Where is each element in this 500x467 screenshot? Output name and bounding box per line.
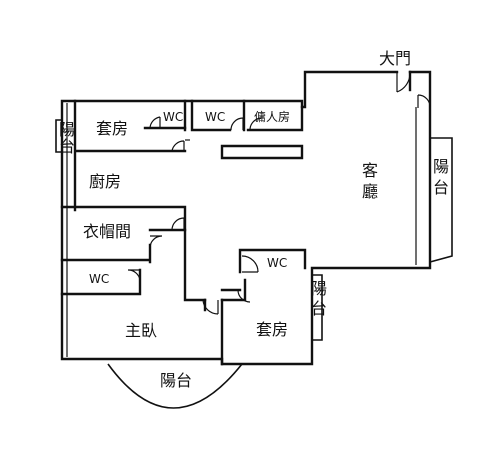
label-main-door: 大門 [379, 49, 411, 68]
living-side-door[interactable] [417, 94, 431, 109]
balcony-mid-outline [312, 274, 323, 341]
label-balcony-west-top: 陽 [59, 120, 75, 139]
label-kitchen: 廚房 [89, 172, 121, 191]
master-door[interactable] [202, 299, 219, 315]
label-suite-bottom: 套房 [256, 320, 288, 339]
main-door-swing[interactable] [396, 72, 411, 93]
label-servant-room: 傭人房 [254, 109, 290, 124]
cloakroom-door-2[interactable] [149, 235, 163, 249]
label-balcony-west-bottom: 台 [59, 137, 75, 156]
label-wc-left: WC [89, 272, 109, 286]
balcony-south-arc [107, 363, 243, 409]
wc-center-door[interactable] [241, 255, 259, 273]
label-balcony-east-1: 陽 [433, 157, 449, 176]
label-wc-top-2: WC [205, 110, 225, 124]
label-cloakroom: 衣帽間 [83, 222, 131, 241]
corridor-walls [203, 278, 247, 312]
labels: 大門 客 廳 陽 台 套房 WC WC 傭人房 陽 台 廚房 衣帽間 WC WC… [59, 49, 449, 390]
wc-center-walls [220, 248, 307, 292]
wc-left-door[interactable] [127, 269, 141, 281]
label-balcony-east-2: 台 [433, 178, 449, 197]
walls [60, 70, 432, 366]
wall-details [66, 103, 417, 357]
label-living-room-2: 廳 [362, 182, 378, 201]
wc-top-2-door[interactable] [230, 117, 244, 131]
bottom-suite-door[interactable] [237, 289, 251, 303]
label-master-bedroom: 主臥 [125, 321, 157, 340]
balcony-west-outline [55, 119, 62, 153]
balconies [55, 119, 453, 409]
doors [127, 72, 431, 315]
wc-top-1-door[interactable] [149, 116, 161, 129]
cloakroom-door-1[interactable] [171, 217, 185, 231]
suite-top-door[interactable] [171, 140, 185, 152]
label-suite-top: 套房 [96, 119, 128, 138]
servant-door[interactable] [249, 117, 262, 131]
label-wc-center: WC [267, 256, 287, 270]
label-balcony-south: 陽台 [160, 371, 192, 390]
suite-top-walls [73, 99, 187, 212]
balcony-east-outline [429, 137, 453, 263]
servant-room-walls [220, 105, 304, 160]
label-balcony-mid-top: 陽 [311, 279, 327, 298]
label-living-room-1: 客 [362, 161, 378, 180]
kitchen-bottom-wall [60, 205, 207, 302]
outer-wall [60, 70, 432, 366]
label-balcony-mid-bottom: 台 [311, 299, 327, 318]
wc-top-walls [143, 99, 246, 132]
label-wc-top-1: WC [163, 110, 183, 124]
